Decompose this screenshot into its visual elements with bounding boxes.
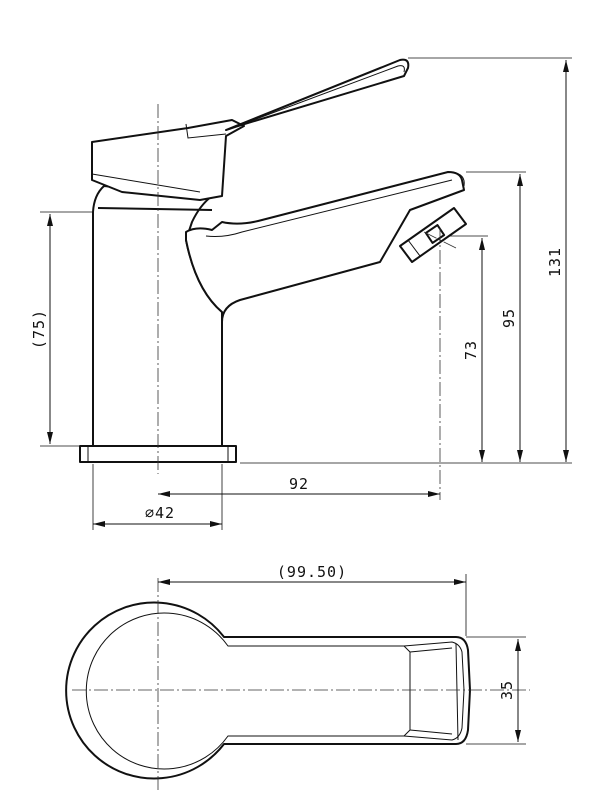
lever-handle bbox=[225, 58, 410, 131]
dimension-95: 95 bbox=[500, 174, 523, 462]
top-inner-outline bbox=[85, 612, 411, 770]
dimension-75: (75) bbox=[30, 214, 53, 444]
spout bbox=[185, 171, 465, 323]
dimension-131: 131 bbox=[546, 60, 569, 462]
top-outline bbox=[65, 601, 471, 780]
dim-92-label: 92 bbox=[289, 475, 309, 493]
dim-99-50-label: (99.50) bbox=[277, 563, 347, 581]
dim-131-label: 131 bbox=[546, 247, 564, 277]
dim-73-label: 73 bbox=[462, 340, 480, 360]
dimension-92: 92 bbox=[158, 475, 440, 497]
tap-body bbox=[92, 185, 223, 447]
dimension-diameter-42: ∅42 bbox=[92, 464, 223, 530]
dim-75-label: (75) bbox=[30, 309, 48, 349]
top-view: (99.50) 35 bbox=[65, 563, 530, 790]
side-view: 131 95 73 (75) 92 bbox=[30, 57, 572, 530]
dimension-73: 73 bbox=[462, 238, 485, 462]
dimension-35: 35 bbox=[498, 639, 521, 742]
dim-95-label: 95 bbox=[500, 308, 518, 328]
dim-35-label: 35 bbox=[498, 680, 516, 700]
handle-block bbox=[91, 119, 245, 201]
dim-diameter-label: ∅42 bbox=[145, 504, 175, 522]
dimension-99-50: (99.50) bbox=[158, 563, 466, 585]
